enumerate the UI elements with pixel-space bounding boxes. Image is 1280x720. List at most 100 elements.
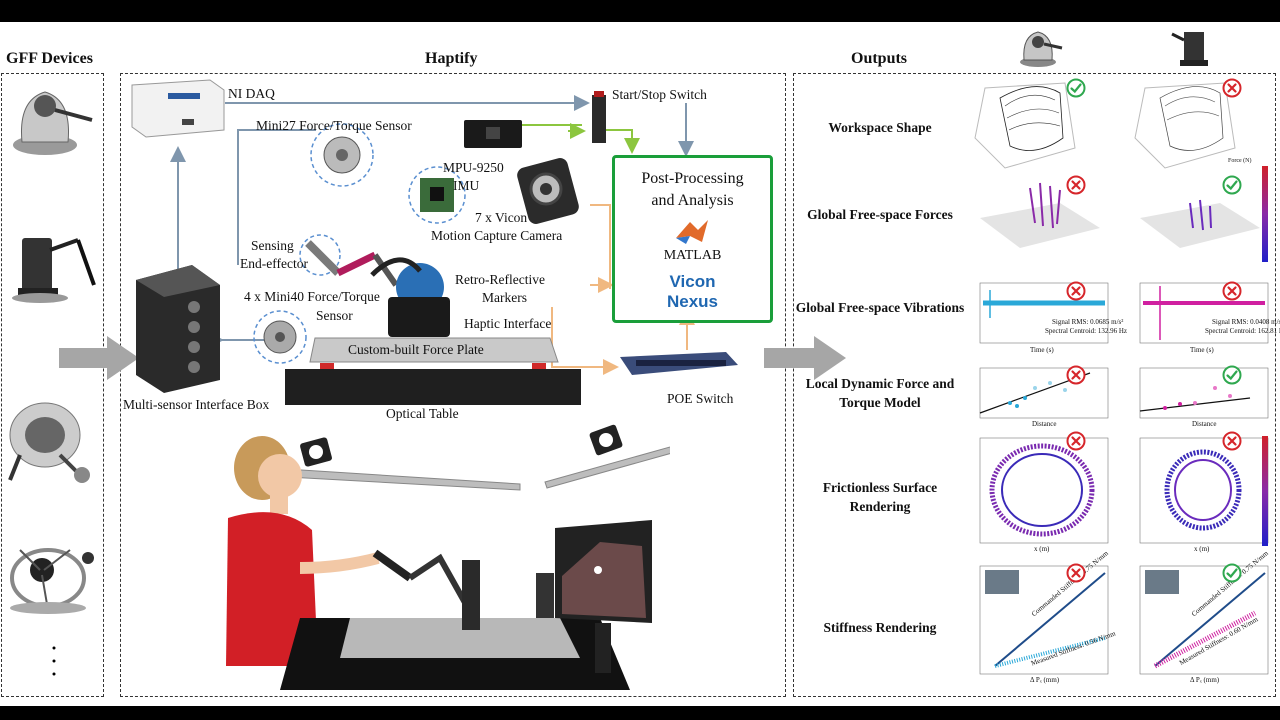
vicon-nexus-label-1: Vicon	[669, 272, 716, 291]
cross-icon-5-left	[1066, 563, 1086, 583]
stiff-right-xlabel: Δ Pₓ (mm)	[1190, 676, 1220, 684]
cross-icon-0-right	[1222, 78, 1242, 98]
sensing-label-2: End-effector	[240, 256, 308, 271]
force-colorbar-label: Force (N)	[1228, 158, 1252, 164]
camera-mounts	[269, 424, 670, 491]
cross-icon-2-right	[1222, 281, 1242, 301]
phantom-premium-device-image	[12, 238, 96, 303]
retro-label-2: Markers	[482, 290, 527, 305]
haptify-panel	[120, 73, 786, 697]
matlab-label: MATLAB	[663, 248, 722, 263]
device-thumb-left	[1020, 31, 1063, 67]
mini40-label-2: Sensor	[316, 308, 353, 323]
output-label-5: Stiffness Rendering	[823, 620, 937, 635]
output-arrow	[764, 336, 846, 380]
forces-plot-left	[980, 182, 1100, 248]
cross-icon-1-left	[1066, 175, 1086, 195]
post-processing-box	[612, 155, 773, 323]
output-plots	[974, 82, 1269, 675]
output-label-2: Global Free-space Vibrations	[795, 300, 965, 315]
matlab-logo-icon	[676, 220, 708, 244]
vib-right-sc: Spectral Centroid: 162.81 Hz	[1205, 327, 1280, 335]
force-colorbar	[1262, 166, 1268, 262]
forces-plot-right	[1140, 199, 1260, 248]
imu-zoom-image	[408, 166, 466, 224]
cross-icon-2-left	[1066, 281, 1086, 301]
vib-right-xlabel: Time (s)	[1190, 346, 1214, 354]
outputs-header: Outputs	[851, 50, 908, 67]
vib-right-rms: Signal RMS: 0.0408 m/s²	[1212, 318, 1280, 326]
check-icon-0-left	[1066, 78, 1086, 98]
force-plate-label: Custom-built Force Plate	[348, 342, 484, 357]
output-label-0: Workspace Shape	[828, 120, 932, 135]
vicon-camera-image	[517, 158, 579, 224]
cross-icon-3-left	[1066, 365, 1086, 385]
monitor	[555, 520, 652, 673]
sensing-label-1: Sensing	[251, 238, 294, 253]
retro-label-1: Retro-Reflective	[455, 272, 545, 287]
ni-daq-image	[131, 79, 225, 138]
post-processing-title-1: Post-Processing	[641, 170, 744, 187]
mini40-sensor-image	[253, 310, 307, 364]
haptify-hardware	[131, 79, 738, 405]
check-icon-1-right	[1222, 175, 1242, 195]
ni-daq-label: NI DAQ	[228, 86, 275, 101]
output-label-3: Local Dynamic Force and Torque Model	[805, 376, 955, 410]
start-stop-switch-image	[592, 91, 606, 143]
custom-force-plate-image	[309, 337, 559, 369]
vicon-camera-label-2: Motion Capture Camera	[431, 228, 563, 243]
phantom-omni-device-image	[13, 91, 93, 155]
surface-right-xlabel: x (m)	[1194, 545, 1210, 553]
optical-table-image	[285, 369, 581, 405]
vib-left-rms: Signal RMS: 0.0685 m/s²	[1052, 318, 1124, 326]
outputs-panel	[793, 73, 1276, 697]
output-label-1: Global Free-space Forces	[807, 207, 953, 222]
mpu-9250-imu-board-image	[464, 120, 522, 148]
post-processing-title-2: and Analysis	[651, 192, 734, 209]
vibration-plot-right	[1139, 282, 1269, 344]
cross-icon-4-right	[1222, 431, 1242, 451]
device-thumb-right	[1171, 32, 1208, 66]
falcon-device-image	[8, 402, 90, 483]
vib-left-sc: Spectral Centroid: 132.96 Hz	[1045, 327, 1128, 335]
user-figure	[226, 436, 380, 666]
mpu-label-1: MPU-9250	[443, 160, 504, 175]
desk-and-haptic-setup	[280, 549, 630, 690]
poe-switch-image	[620, 352, 738, 375]
workspace-plot-right	[1134, 82, 1236, 169]
vicon-camera-label-1: 7 x Vicon	[475, 210, 528, 225]
stiffness-plot-right	[1139, 565, 1269, 675]
gff-devices-panel	[1, 73, 104, 697]
surface-plot-left	[979, 437, 1109, 544]
vicon-nexus-label-2: Nexus	[666, 292, 719, 311]
haptic-interface-label: Haptic Interface	[464, 316, 552, 331]
surface-colorbar	[1262, 436, 1268, 546]
more-devices-dots	[52, 646, 56, 676]
mini40-label-1: 4 x Mini40 Force/Torque	[244, 289, 380, 304]
haptify-header: Haptify	[425, 50, 478, 67]
model-plot-left	[979, 367, 1109, 419]
interface-box-image	[136, 265, 220, 393]
model-right-xlabel: Distance	[1192, 420, 1217, 428]
delta-device-image	[10, 548, 94, 614]
input-arrow	[59, 336, 139, 380]
check-icon-3-right	[1222, 365, 1242, 385]
haptic-interface-device-image	[370, 257, 450, 337]
poe-switch-label: POE Switch	[667, 391, 734, 406]
sensing-end-effector-image	[299, 234, 399, 287]
vib-left-xlabel: Time (s)	[1030, 346, 1054, 354]
output-label-4: Frictionless Surface Rendering	[822, 480, 938, 514]
vibration-plot-left	[979, 282, 1109, 344]
start-stop-label: Start/Stop Switch	[612, 87, 707, 102]
user-scene-illustration	[226, 424, 670, 690]
cross-icon-4-left	[1066, 431, 1086, 451]
surface-left-xlabel: x (m)	[1034, 545, 1050, 553]
stiff-left-xlabel: Δ Pₓ (mm)	[1030, 676, 1060, 684]
check-icon-5-right	[1222, 563, 1242, 583]
mini27-sensor-image	[310, 123, 374, 187]
workspace-plot-left	[974, 82, 1076, 169]
model-plot-right	[1139, 367, 1269, 419]
stiffness-plot-left	[979, 565, 1109, 675]
gff-devices-column	[8, 91, 96, 676]
gff-devices-header: GFF Devices	[6, 50, 93, 67]
